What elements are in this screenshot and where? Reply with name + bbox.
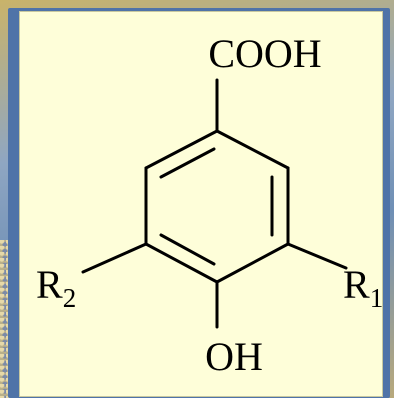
ring-double-bond-bottom-left <box>159 233 216 266</box>
bond-to-r2 <box>81 242 148 274</box>
label-r1-symbol: R <box>343 262 370 307</box>
bond-to-r1 <box>286 242 348 270</box>
ring-bond-top-right <box>215 129 290 170</box>
label-oh: OH <box>205 334 263 379</box>
structure-panel <box>19 11 383 397</box>
ring-bond-top-left <box>144 129 219 170</box>
label-r2-symbol: R <box>36 262 63 307</box>
bonds <box>81 78 348 329</box>
label-r1-subscript: 1 <box>370 283 384 313</box>
label-r1: R1 <box>343 262 383 313</box>
label-r2-subscript: 2 <box>63 283 77 313</box>
ring-bond-bottom-left <box>144 242 219 284</box>
label-r2: R2 <box>36 262 76 313</box>
label-cooh: COOH <box>208 31 321 76</box>
ring-bond-bottom-right <box>215 242 290 284</box>
ring-double-bond-top-left <box>159 147 216 179</box>
